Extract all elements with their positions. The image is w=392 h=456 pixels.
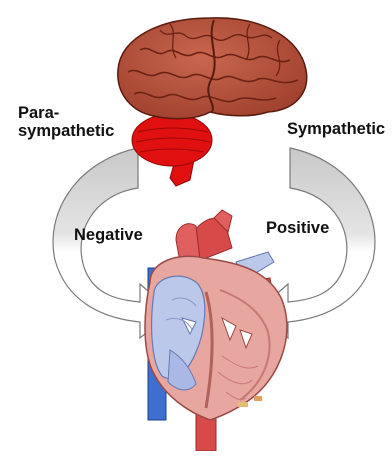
brain-icon [118,18,307,186]
negative-label: Negative [74,226,143,244]
heart-icon [145,210,287,451]
parasympathetic-label-line2: sympathetic [18,122,148,140]
parasympathetic-label-line1: Para- [18,104,148,122]
sympathetic-label: Sympathetic [287,120,385,138]
positive-label: Positive [266,219,329,237]
parasympathetic-label: Para- sympathetic [18,104,148,141]
